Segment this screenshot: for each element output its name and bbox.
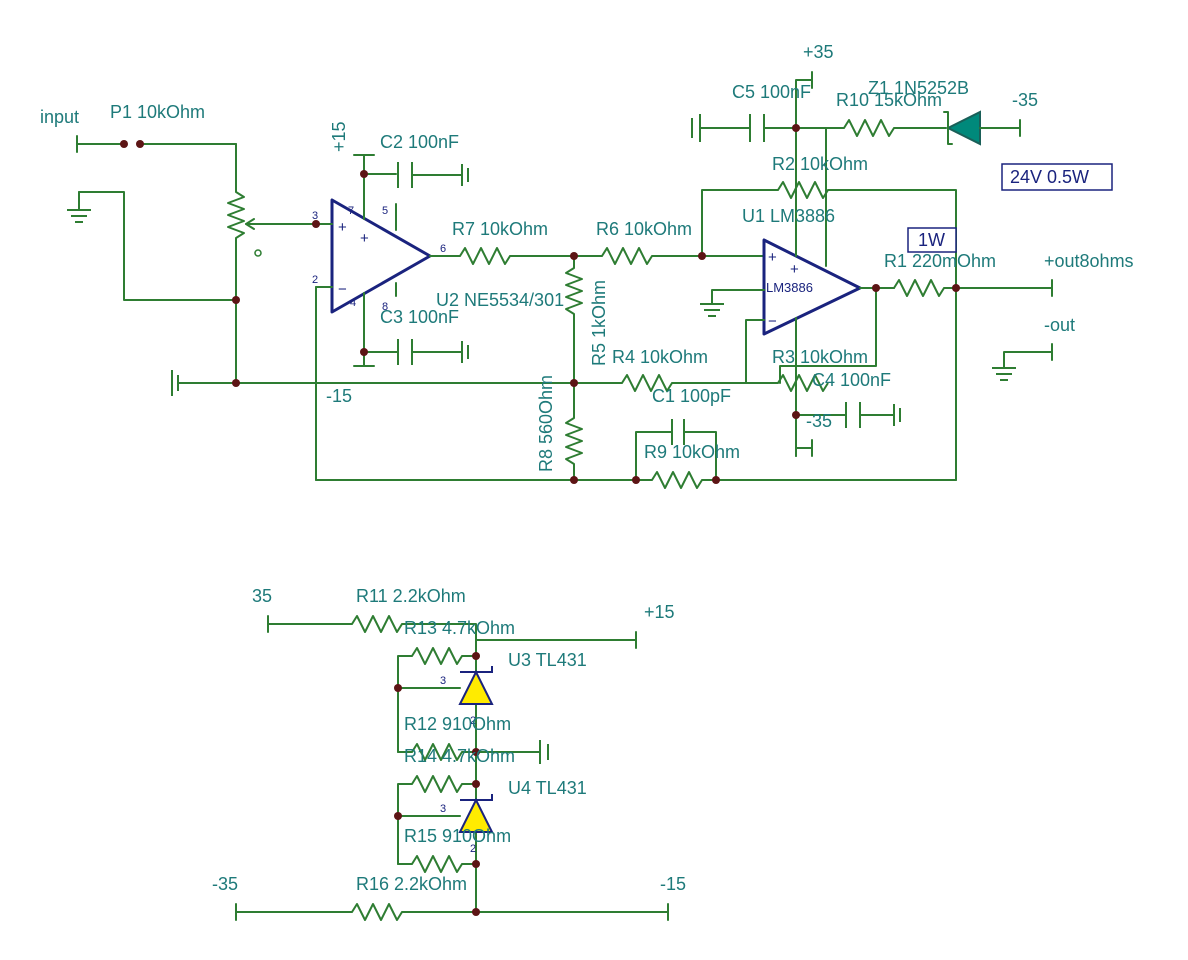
resistor-r8 [565,382,583,481]
label-z1: Z1 1N5252B [868,78,969,98]
r1-rating-box: 1W [907,227,957,253]
label-c4: C4 100nF [812,370,891,390]
regulator-junctions [394,652,480,916]
label-u3: U3 TL431 [508,650,587,670]
capacitor-c3 [363,339,469,365]
net-label-minus35-zener: -35 [1012,90,1038,110]
label-r15: R15 910Ohm [404,826,511,846]
u2-pin-3: 3 [312,210,318,222]
label-r9: R9 10kOhm [644,442,740,462]
u2-pin-7: 7 [348,205,354,217]
u4-pin-2: 2 [470,843,476,855]
label-u2: U2 NE5534/301 [436,290,564,310]
label-r7: R7 10kOhm [452,219,548,239]
net-label-35: 35 [252,586,272,606]
label-r16: R16 2.2kOhm [356,874,467,894]
label-r14: R14 4.7kOhm [404,746,515,766]
resistor-r6 [601,247,765,265]
u2-pin-4: 4 [350,297,356,309]
net-label-plus35: +35 [803,42,834,62]
net-label-minus35-bottom: -35 [212,874,238,894]
resistor-r5 [565,255,583,384]
zener-z1 [943,110,1021,146]
capacitor-c2 [397,162,469,188]
resistor-r1 [875,279,1053,297]
capacitor-c4 [795,402,901,428]
u1-chip-label: LM3886 [766,280,813,295]
u2-pin-5: 5 [382,205,388,217]
resistor-r7 [429,247,603,265]
net-label-out8ohms: +out8ohms [1044,251,1134,271]
label-r10: R10 15kOhm [836,90,942,110]
label-r2: R2 10kOhm [772,154,868,174]
label-r11: R11 2.2kOhm [356,586,466,606]
label-r6: R6 10kOhm [596,219,692,239]
shunt-regulator-u3 [458,666,494,705]
u2-pin-8: 8 [382,301,388,313]
label-c2: C2 100nF [380,132,459,152]
label-r13: R13 4.7kOhm [404,618,515,638]
resistor-r9 [315,471,957,489]
u2-positive-supply [353,154,397,175]
label-c1: C1 100pF [652,386,731,406]
label-r1: R1 220mOhm [884,251,996,271]
resistor-r10 [825,119,947,137]
resistor-r2 [701,181,957,481]
u3-pin-2: 2 [470,715,476,727]
shunt-regulator-u4 [458,794,494,833]
svg-text:−: − [338,281,347,298]
opamp-u2: + + − [330,198,432,314]
resistor-r3 [745,287,877,392]
capacitor-c5 [691,114,827,142]
u1-positive-supply [795,71,813,129]
zener-rating-note: 24V 0.5W [1010,167,1089,187]
net-label-minus35-u1: -35 [806,411,832,431]
zener-rating-box: 24V 0.5W [1001,163,1113,191]
label-p1: P1 10kOhm [110,102,205,122]
ground-rail [171,299,575,396]
u4-pin-3: 3 [440,803,446,815]
capacitor-c1 [635,419,717,481]
net-label-minus15-mid: -15 [326,386,352,406]
svg-text:+: + [360,230,369,247]
net-label-input: input [40,107,79,127]
svg-text:+: + [768,249,777,266]
potentiometer-p1 [227,143,317,301]
input-terminal [76,135,237,153]
label-c3: C3 100nF [380,307,459,327]
output-negative-terminal [992,343,1053,381]
label-r5: R5 1kOhm [589,280,609,366]
net-label-plus15-top: +15 [329,121,349,152]
label-u1: U1 LM3886 [742,206,835,226]
u2-wiring [315,173,397,481]
resistor-r4 [573,374,747,392]
label-r12: R12 910Ohm [404,714,511,734]
amplifier-u1: + + − LM3886 [762,238,862,336]
ground-symbol [67,191,237,301]
junction-dots [120,124,960,484]
svg-text:−: − [768,313,777,330]
regulator-wiring [235,615,669,921]
label-r8: R8 560Ohm [536,375,556,472]
label-r4: R4 10kOhm [612,347,708,367]
u2-pin-6: 6 [440,243,446,255]
net-label-plus15-reg: +15 [644,602,675,622]
label-u4: U4 TL431 [508,778,587,798]
u1-negative-supply [795,439,813,457]
svg-text:+: + [790,261,799,278]
svg-text:+: + [338,219,347,236]
r1-rating-note: 1W [918,230,945,250]
u2-pin-2: 2 [312,274,318,286]
net-label-out-negative: -out [1044,315,1075,335]
label-r3: R3 10kOhm [772,347,868,367]
u3-pin-3: 3 [440,675,446,687]
net-label-minus15-bottom: -15 [660,874,686,894]
label-c5: C5 100nF [732,82,811,102]
u1-wiring [700,127,895,457]
